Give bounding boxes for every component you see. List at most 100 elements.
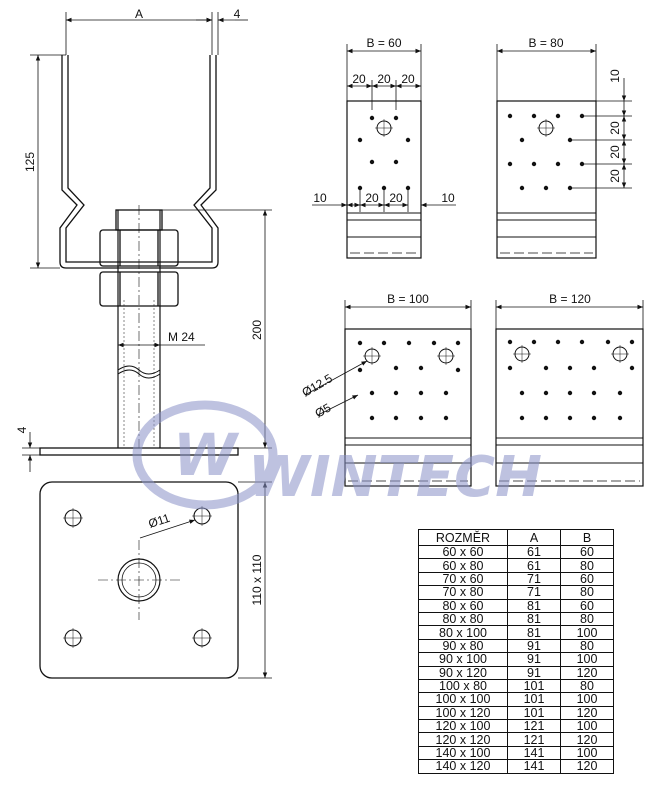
dim-a-label: A <box>135 7 143 21</box>
hole-11-label: Ø11 <box>147 511 172 531</box>
side-view-dimensions <box>22 12 272 679</box>
cell-a: 101 <box>507 692 561 707</box>
cell-a: 141 <box>507 745 561 761</box>
b60-dim-20-a: 20 <box>352 72 366 86</box>
cell-a: 91 <box>507 665 561 680</box>
cell-a: 71 <box>507 585 561 600</box>
b100-label: B = 100 <box>387 292 429 306</box>
cell-size: 80 x 60 <box>418 598 508 613</box>
b60-dim-20-d: 20 <box>365 191 379 205</box>
cell-a: 61 <box>507 544 561 560</box>
cell-b: 60 <box>560 598 614 613</box>
cell-size: 120 x 120 <box>418 732 508 747</box>
cell-a: 141 <box>507 759 561 774</box>
cell-a: 81 <box>507 598 561 613</box>
cell-size: 100 x 80 <box>418 678 508 694</box>
b60-label: B = 60 <box>366 36 401 50</box>
cell-size: 70 x 80 <box>418 585 508 600</box>
cell-b: 120 <box>560 705 614 721</box>
wintech-watermark: W WINTECH <box>132 400 542 510</box>
b60-dimensions <box>312 44 456 212</box>
cell-b: 100 <box>560 625 614 640</box>
b80-dim-20-b: 20 <box>608 145 622 159</box>
cell-a: 101 <box>507 678 561 694</box>
svg-text:W: W <box>173 421 240 489</box>
cell-a: 121 <box>507 732 561 747</box>
cell-b: 80 <box>560 611 614 627</box>
b60-dim-10-left: 10 <box>313 191 327 205</box>
b120-dimensions <box>495 300 644 329</box>
dim-200-label: 200 <box>250 320 264 340</box>
cell-b: 80 <box>560 638 614 654</box>
cell-b: 80 <box>560 558 614 573</box>
cell-size: 90 x 120 <box>418 665 508 680</box>
cell-a: 121 <box>507 719 561 734</box>
flange-view-b80 <box>496 100 597 259</box>
cell-b: 80 <box>560 585 614 600</box>
plate-thickness-label: 4 <box>15 426 29 433</box>
b100-dimensions <box>304 300 472 416</box>
cell-size: 60 x 60 <box>418 544 508 560</box>
base-plate-top-view <box>39 481 239 679</box>
cell-size: 120 x 100 <box>418 719 508 734</box>
cell-b: 120 <box>560 665 614 680</box>
b60-dim-20-e: 20 <box>389 191 403 205</box>
flange-view-b60 <box>346 100 422 259</box>
diameter-12-5-label: Ø12.5 <box>300 371 336 400</box>
diameter-5-label: Ø5 <box>313 400 334 420</box>
cell-a: 101 <box>507 705 561 721</box>
dim-125-label: 125 <box>23 152 37 172</box>
b80-dim-20-a: 20 <box>608 121 622 135</box>
flange-view-b120 <box>495 328 644 487</box>
header-b: B <box>560 529 614 546</box>
b80-dim-10: 10 <box>608 69 622 83</box>
watermark-text: WINTECH <box>248 445 542 510</box>
flange-view-b100 <box>344 328 472 487</box>
header-rozmer: ROZMĚR <box>418 529 508 546</box>
cell-b: 100 <box>560 719 614 734</box>
base-plate-holes <box>63 506 212 648</box>
cell-size: 80 x 100 <box>418 625 508 640</box>
cell-b: 120 <box>560 759 614 774</box>
cell-b: 80 <box>560 678 614 694</box>
cell-b: 60 <box>560 571 614 587</box>
cell-size: 140 x 100 <box>418 745 508 761</box>
center-lines <box>98 205 180 620</box>
plate-size-label: 110 x 110 <box>250 554 264 605</box>
cell-size: 90 x 80 <box>418 638 508 654</box>
cell-size: 140 x 120 <box>418 759 508 774</box>
cell-size: 60 x 80 <box>418 558 508 573</box>
thread-label: M 24 <box>168 330 195 344</box>
cell-a: 91 <box>507 652 561 667</box>
b80-dimensions <box>496 44 632 189</box>
header-a: A <box>507 529 561 546</box>
b60-dim-10-right: 10 <box>441 191 455 205</box>
cell-a: 71 <box>507 571 561 587</box>
b60-dim-20-b: 20 <box>377 72 391 86</box>
cell-b: 60 <box>560 544 614 560</box>
dim-gap-label: 4 <box>234 7 241 21</box>
cell-size: 90 x 100 <box>418 652 508 667</box>
cell-a: 91 <box>507 638 561 654</box>
cell-size: 70 x 60 <box>418 571 508 587</box>
cell-a: 81 <box>507 625 561 640</box>
cell-size: 100 x 120 <box>418 705 508 721</box>
table-header-row: ROZMĚR A B <box>418 529 614 546</box>
cell-size: 80 x 80 <box>418 611 508 627</box>
